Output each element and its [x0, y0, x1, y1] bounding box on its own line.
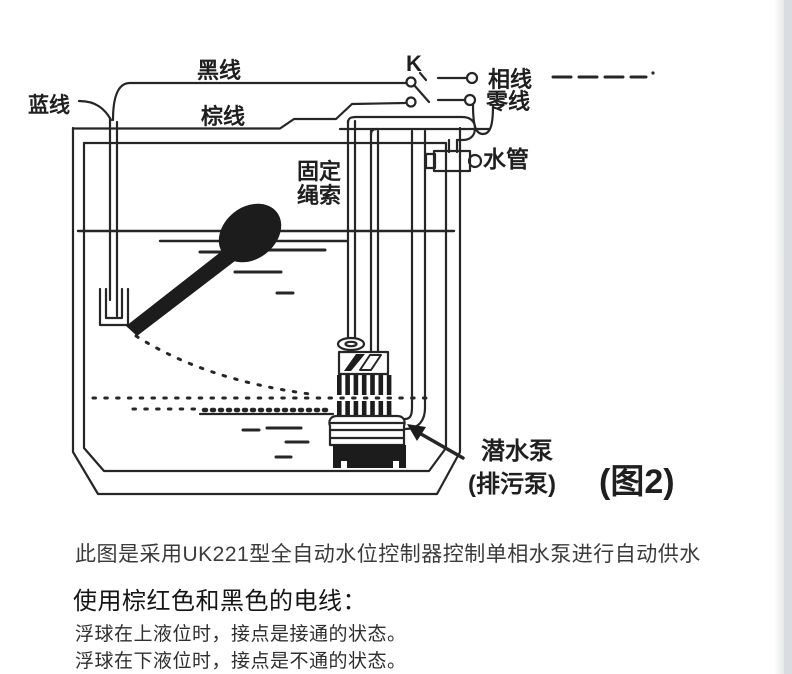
label-neutral-wire: 零线: [485, 89, 530, 114]
label-fixing-rope-1: 固定: [297, 159, 341, 184]
label-pump-name: 潜水泵: [481, 438, 553, 465]
neutral-terminal: [436, 93, 495, 136]
label-brown-wire: 棕线: [201, 104, 245, 129]
label-water-pipe: 水管: [483, 146, 529, 172]
pump-pointer-arrow: [407, 424, 465, 460]
submersible-pump: [328, 119, 406, 468]
float-swing-arc: [134, 334, 312, 396]
black-wire: [111, 81, 408, 122]
description-line-4: 浮球在下液位时，接点是不通的状态。: [75, 651, 407, 672]
label-black-wire: 黑线: [197, 58, 241, 83]
pump-wiring-diagram: 蓝线 黑线 棕线 K 相线 零线 水管 固定 绳索 潜水泵 (排污泵) (图2): [28, 51, 675, 501]
page-edge-strip: [784, 0, 792, 674]
phase-terminal: [436, 71, 479, 85]
label-pump-alt: (排污泵): [468, 471, 556, 498]
label-switch-k: K: [406, 51, 422, 76]
label-figure-number: (图2): [599, 463, 675, 501]
description-line-1: 此图是采用UK221型全自动水位控制器控制单相水泵进行自动供水: [75, 543, 701, 566]
wiring: [71, 71, 655, 136]
phase-dashed-line: [551, 71, 655, 79]
page-edge-shadow: [774, 0, 784, 674]
label-phase-wire: 相线: [488, 67, 532, 92]
description-line-2: 使用棕红色和黑色的电线：: [73, 588, 367, 615]
low-water-level: [91, 396, 434, 459]
switch-k: [405, 71, 431, 108]
label-blue-wire: 蓝线: [28, 93, 70, 117]
description-line-3: 浮球在上液位时，接点是接通的状态。: [75, 624, 407, 645]
water-tap: [424, 149, 483, 173]
blue-wire: [77, 99, 113, 122]
pump-motor-stripes: [337, 375, 392, 416]
float-switch: [98, 116, 282, 336]
float-ball: [218, 203, 282, 263]
brown-wire: [71, 101, 407, 130]
water-tank: [71, 126, 462, 496]
label-fixing-rope-2: 绳索: [297, 183, 341, 208]
